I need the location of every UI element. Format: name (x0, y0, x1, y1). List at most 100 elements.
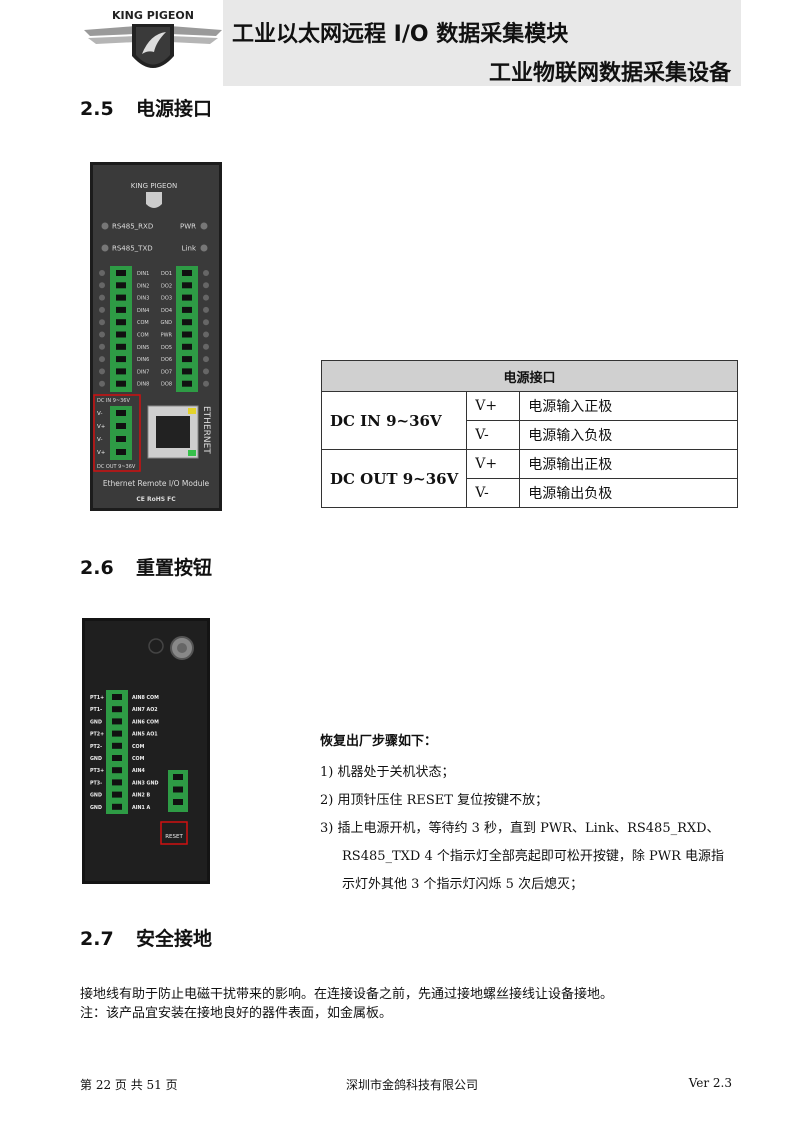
terminal-slot (116, 356, 126, 363)
terminal-slot (182, 294, 192, 301)
led-label: PWR (180, 223, 196, 231)
terminal-label: DO7 (161, 369, 172, 375)
terminal-slot (116, 319, 126, 326)
led-indicator (200, 222, 208, 230)
power-pin-label: V+ (97, 450, 106, 456)
table-pin: V- (466, 478, 521, 508)
led-indicator (101, 222, 109, 230)
terminal-slot (116, 410, 126, 416)
terminal-slot (173, 774, 183, 780)
terminal-slot (182, 368, 192, 375)
pin-label: AIN6 COM (132, 719, 159, 725)
table-desc: 电源输出正极 (519, 449, 738, 479)
terminal-label: DO8 (161, 382, 172, 388)
pin-label: GND (90, 793, 102, 799)
terminal-label: DIN4 (137, 308, 149, 314)
pin-label: PT1+ (90, 695, 104, 701)
terminal-slot (182, 282, 192, 289)
terminal-label: GND (161, 320, 173, 326)
terminal-label: COM (137, 333, 149, 339)
table-row: V- 电源输出负极 (322, 478, 738, 508)
logo-text: KING PIGEON (112, 9, 194, 22)
screw-hole (203, 368, 209, 375)
device-logo-shield (146, 192, 162, 208)
terminal-label: DIN6 (137, 357, 149, 363)
table-pin: V- (466, 420, 521, 450)
device-logo-text: KING PIGEON (131, 182, 177, 190)
terminal-slot (112, 755, 122, 761)
section-number: 2.6 (80, 557, 114, 579)
terminal-slot (116, 380, 126, 387)
screw-hole (99, 319, 105, 326)
led-indicator (200, 244, 208, 252)
pin-label: AIN3 GND (132, 780, 158, 786)
table-header: 电源接口 (321, 360, 738, 392)
screw-hole (203, 356, 209, 363)
reset-steps: 恢复出厂步骤如下： 1) 机器处于关机状态； 2) 用顶针压住 RESET 复位… (320, 730, 740, 899)
terminal-label: DO2 (161, 283, 172, 289)
table-desc: 电源输入正极 (519, 391, 738, 421)
step-line: 3) 插上电源开机，等待约 3 秒，直到 PWR、Link、RS485_RXD、 (320, 821, 720, 836)
terminal-slot (173, 786, 183, 793)
screw-hole (203, 306, 209, 313)
terminal-label: DIN7 (137, 369, 149, 375)
screw-hole (99, 343, 105, 350)
screw-hole (203, 380, 209, 387)
pin-label: PT3+ (90, 768, 104, 774)
pin-label: COM (132, 744, 145, 750)
power-interface-table: 电源接口 DC IN 9~36V V+ 电源输入正极 V- 电源输入负极 DC … (320, 360, 738, 508)
terminal-slot (112, 742, 122, 749)
terminal-slot (112, 694, 122, 700)
pin-label: PT3- (90, 780, 102, 786)
screw-hole (203, 319, 209, 326)
step-line: RS485_TXD 4 个指示灯全部亮起即可松开按键，除 PWR 电源指 (342, 849, 725, 864)
ethernet-label: ETHERNET (201, 406, 211, 454)
power-pin-label: V+ (97, 424, 106, 430)
pin-label: AIN4 (132, 768, 146, 774)
terminal-slot (182, 356, 192, 363)
terminal-label: DIN2 (137, 283, 149, 289)
table-pin: V+ (466, 449, 521, 479)
reset-highlight (160, 821, 188, 845)
table-group-name: DC IN 9~36V (320, 391, 468, 450)
footer-page-number: 第 22 页 共 51 页 (80, 1078, 178, 1092)
grounding-line: 接地线有助于防止电磁干扰带来的影响。在连接设备之前，先通过接地螺丝接线让设备接地… (80, 987, 614, 1002)
terminal-label: DIN5 (137, 345, 149, 351)
screw-hole (99, 306, 105, 313)
section-heading-reset: 2.6 重置按钮 (80, 553, 212, 580)
header-band (223, 0, 741, 86)
terminal-slot (116, 449, 126, 455)
pin-label: AIN7 AO2 (132, 707, 158, 713)
terminal-label: PWR (161, 333, 173, 339)
module-name-label: Ethernet Remote I/O Module (103, 479, 210, 488)
screw-hole (203, 282, 209, 289)
led-label: RS485_RXD (112, 223, 153, 231)
power-terminal-highlight (93, 394, 141, 472)
table-group-name: DC OUT 9~36V (320, 449, 468, 508)
step-line: 1) 机器处于关机状态； (320, 765, 455, 780)
led-indicator (101, 244, 109, 252)
header-subtitle: 工业物联网数据采集设备 (488, 61, 731, 86)
table-pin: V+ (466, 391, 521, 421)
terminal-slot (182, 270, 192, 276)
screw-hole (203, 343, 209, 350)
screw-hole (99, 380, 105, 387)
power-terminal-block (110, 406, 132, 460)
terminal-slot (116, 306, 126, 313)
reset-label: RESET (165, 834, 183, 840)
ground-symbol (148, 638, 164, 654)
power-pin-label: V- (97, 437, 102, 443)
pin-label: GND (90, 756, 102, 762)
terminal-slot (116, 436, 126, 442)
led-label: Link (182, 245, 197, 253)
section-title: 重置按钮 (136, 557, 213, 579)
terminal-label: DO1 (161, 271, 172, 277)
terminal-label: COM (137, 320, 149, 326)
terminal-slot (182, 319, 192, 326)
pin-label: GND (90, 719, 102, 725)
terminal-slot (173, 799, 183, 805)
